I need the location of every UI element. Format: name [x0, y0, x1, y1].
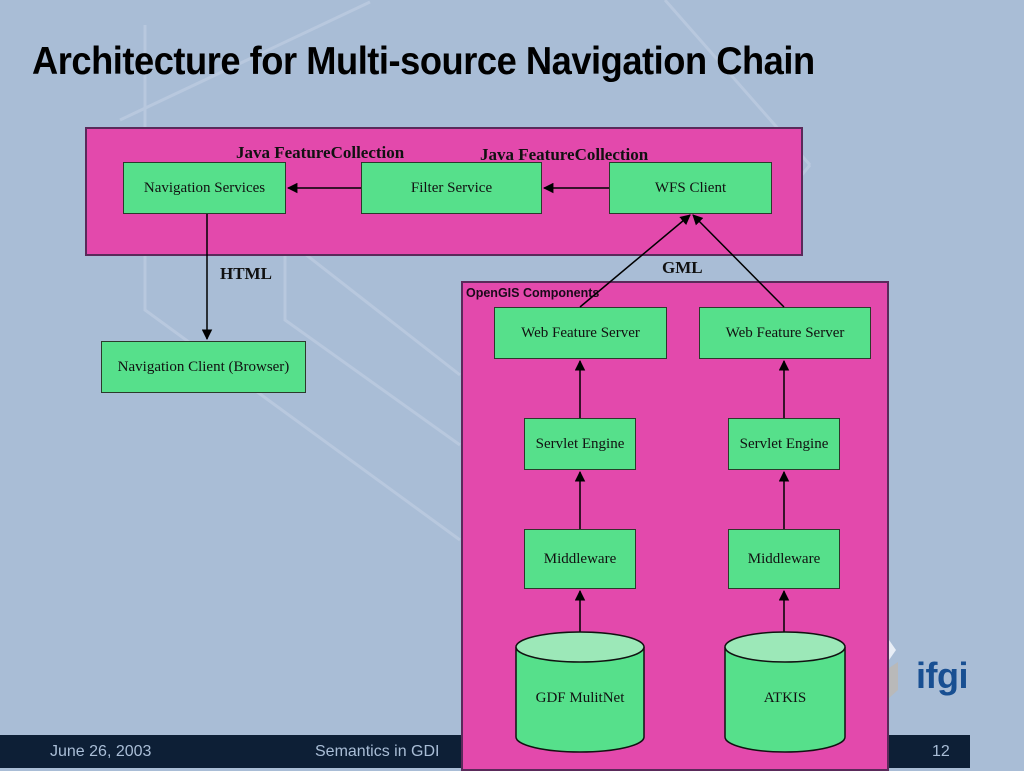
- node-label: Servlet Engine: [535, 435, 625, 452]
- node-label: Navigation Client (Browser): [117, 358, 290, 375]
- node-label: Servlet Engine: [739, 435, 829, 452]
- bg-line: [283, 250, 461, 447]
- opengis-panel-label: OpenGIS Components: [466, 286, 600, 300]
- node-label: Web Feature Server: [725, 324, 845, 341]
- opengis-components-panel-lower: [461, 700, 889, 771]
- node-label: Navigation Services: [143, 179, 266, 196]
- node-label: Filter Service: [410, 179, 493, 196]
- bg-line: [143, 25, 461, 542]
- ifgi-logo: ifgi: [916, 655, 968, 696]
- middleware-left-node: Middleware: [524, 529, 636, 589]
- gml-edge-label: GML: [662, 258, 703, 277]
- bg-line: [299, 248, 461, 377]
- footer-date: June 26, 2003: [50, 743, 152, 760]
- navigation-client-node: Navigation Client (Browser): [101, 341, 306, 393]
- database-label-right: ATKIS: [763, 690, 807, 706]
- web-feature-server-left-node: Web Feature Server: [494, 307, 667, 359]
- node-label: Web Feature Server: [521, 324, 640, 341]
- node-label: Middleware: [543, 550, 617, 567]
- navigation-services-node: Navigation Services: [123, 162, 286, 214]
- web-feature-server-right-node: Web Feature Server: [699, 307, 871, 359]
- node-label: WFS Client: [654, 179, 727, 196]
- filter-service-node: Filter Service: [361, 162, 542, 214]
- slide-title: Architecture for Multi-source Navigation…: [32, 40, 815, 83]
- page-number: 12: [932, 743, 950, 760]
- servlet-engine-right-node: Servlet Engine: [728, 418, 840, 470]
- node-label: Middleware: [747, 550, 821, 567]
- html-edge-label: HTML: [220, 264, 272, 283]
- edge-label-wfs-to-filter: Java FeatureCollection: [480, 145, 649, 164]
- middleware-right-node: Middleware: [728, 529, 840, 589]
- database-label-left: GDF MulitNet: [535, 690, 625, 706]
- bg-line: [119, 0, 371, 122]
- footer-title: Semantics in GDI: [315, 743, 440, 760]
- wfs-client-node: WFS Client: [609, 162, 772, 214]
- servlet-engine-left-node: Servlet Engine: [524, 418, 636, 470]
- edge-label-filter-to-nav: Java FeatureCollection: [236, 143, 405, 162]
